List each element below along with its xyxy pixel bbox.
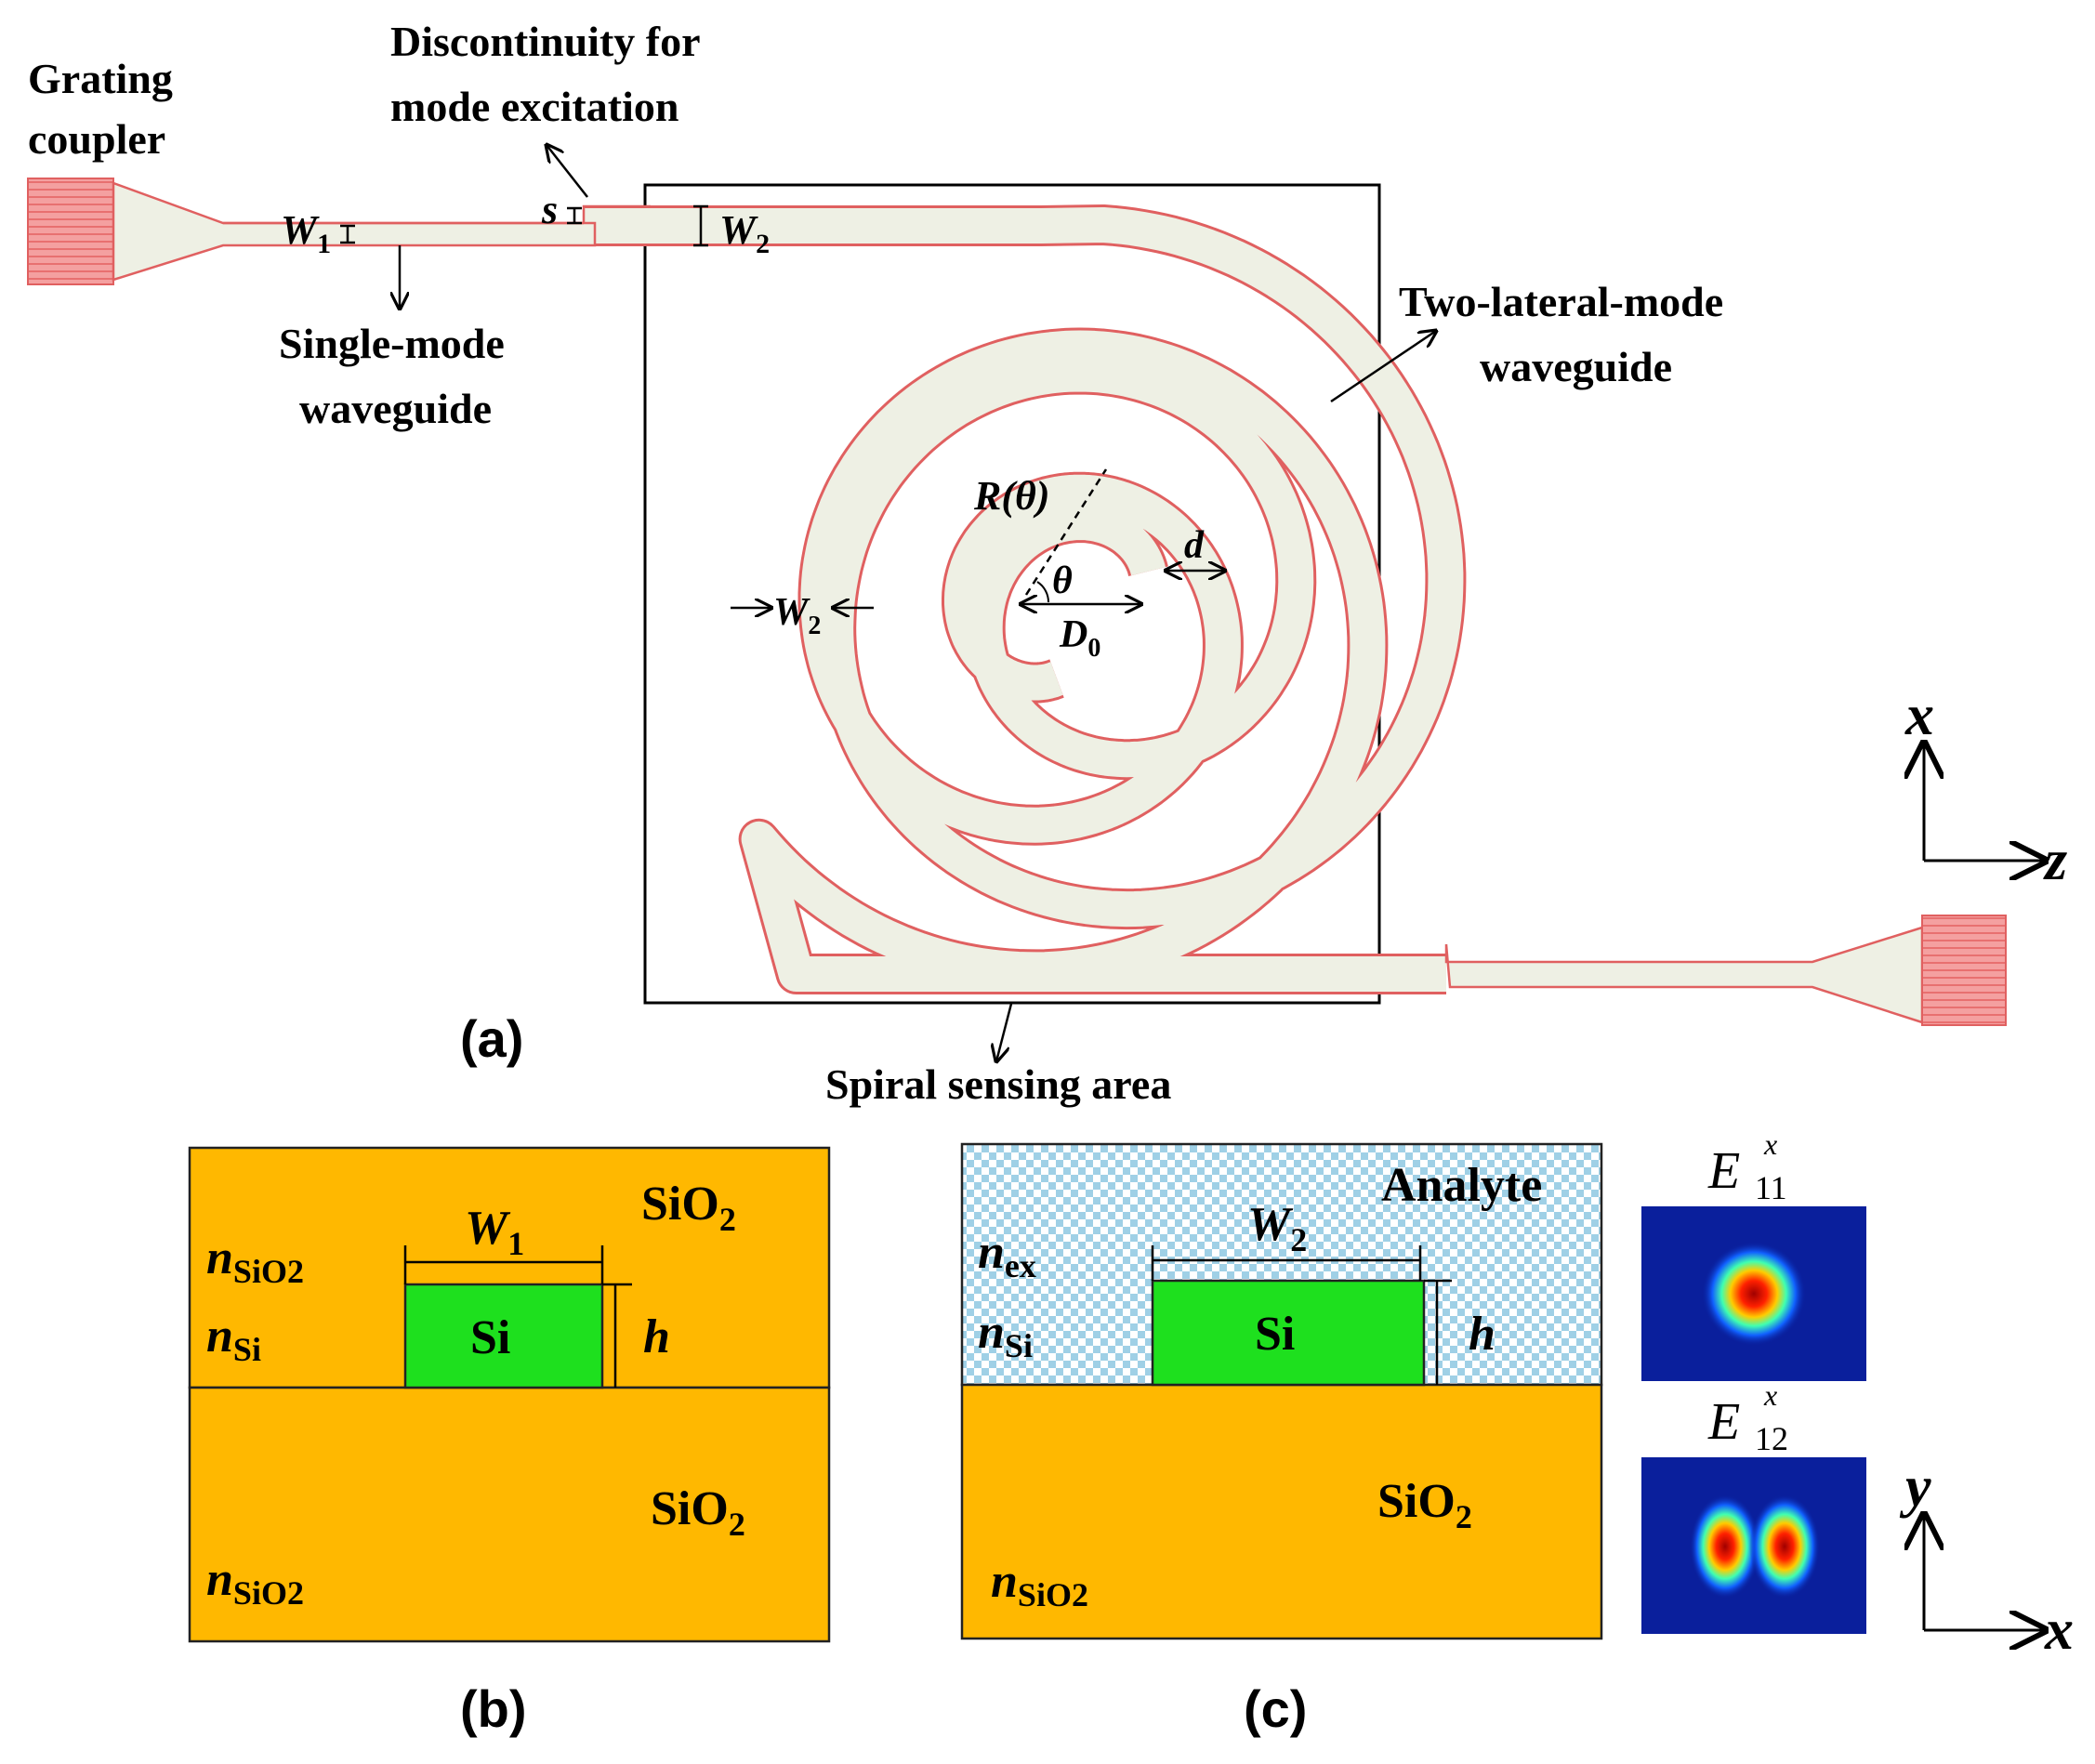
svg-text:s: s (541, 187, 558, 232)
discontinuity-label-line2: mode excitation (390, 83, 679, 130)
h-label-c: h (1469, 1308, 1495, 1361)
spiral-waveguide (584, 204, 1467, 994)
s-dimension: s (541, 187, 582, 232)
w2-spiral-dimension: W2 (731, 591, 874, 640)
svg-text:E: E (1707, 1142, 1740, 1200)
svg-text:W2: W2 (773, 591, 821, 640)
mode-profile-e11: E x 11 (1641, 1127, 1866, 1381)
panel-a: Grating coupler Discontinuity for mode e… (27, 18, 2067, 1108)
h-label: h (643, 1310, 670, 1363)
svg-text:x: x (1904, 684, 1934, 747)
svg-text:D0: D0 (1059, 613, 1100, 663)
grating-coupler-label-line2: coupler (28, 115, 165, 163)
w1-dimension: W1 (281, 207, 355, 259)
w2-top-dimension: W2 (693, 204, 770, 259)
two-mode-label-line1: Two-lateral-mode (1399, 278, 1723, 325)
n-si-label-c: nSi (978, 1306, 1033, 1364)
sio2-bottom-label: SiO2 (651, 1482, 745, 1543)
svg-text:z: z (2043, 829, 2067, 892)
sio2-bottom-label-c: SiO2 (1377, 1475, 1472, 1535)
sio2-top-label: SiO2 (641, 1178, 736, 1238)
single-mode-label-line1: Single-mode (279, 320, 505, 367)
mode-excitation-discontinuity (582, 204, 651, 223)
grating-coupler-label-line1: Grating (28, 55, 173, 102)
spiral-area-pointer (996, 1003, 1013, 1061)
panel-c: Si W2 h Analyte SiO2 nex nSi nSiO2 E x 1… (960, 1127, 2074, 1738)
d-dimension: d (1166, 524, 1225, 571)
lower-sio2-substrate (188, 1386, 831, 1643)
svg-text:x: x (1763, 1127, 1777, 1161)
n-sio2-bottom-label: nSiO2 (206, 1553, 304, 1612)
w2-label-c: W2 (1247, 1198, 1307, 1258)
axis-y-label: y (1899, 1455, 1931, 1519)
discontinuity-pointer (547, 145, 588, 198)
discontinuity-label-line1: Discontinuity for (390, 18, 701, 65)
lower-sio2-substrate-c (960, 1383, 1603, 1640)
svg-text:W1: W1 (281, 207, 331, 259)
n-si-label: nSi (206, 1310, 261, 1368)
two-mode-pointer (1330, 331, 1436, 403)
r-theta-annotation: R(θ) θ (973, 468, 1108, 603)
n-sio2-label-c: nSiO2 (991, 1555, 1088, 1613)
panel-b: Si W1 h SiO2 SiO2 nSiO2 nSi nSiO2 (b) (188, 1146, 831, 1738)
xz-axis-indicator: x z (1904, 684, 2067, 892)
panel-label-c: (c) (1244, 1679, 1307, 1738)
svg-text:E: E (1707, 1393, 1740, 1451)
svg-text:W2: W2 (719, 207, 770, 259)
output-grating-coupler (1444, 915, 2007, 1026)
svg-text:d: d (1184, 524, 1205, 567)
svg-text:θ: θ (1052, 559, 1073, 602)
silicon-core-w2 (1151, 1279, 1426, 1387)
w1-label: W1 (465, 1202, 524, 1262)
axis-x-label: x (2044, 1599, 2074, 1662)
n-ex-label: nex (978, 1226, 1036, 1284)
spiral-waveguide-core (584, 207, 1464, 992)
panel-label-b: (b) (460, 1679, 527, 1738)
input-grating-coupler (27, 178, 597, 285)
analyte-label: Analyte (1381, 1159, 1542, 1212)
svg-text:x: x (1763, 1378, 1777, 1412)
mode-profile-e12: E x 12 (1641, 1378, 1866, 1634)
single-mode-label-line2: waveguide (299, 385, 492, 432)
svg-text:11: 11 (1755, 1169, 1787, 1206)
two-mode-label-line2: waveguide (1480, 343, 1672, 390)
svg-text:12: 12 (1755, 1420, 1788, 1457)
si-label: Si (470, 1311, 510, 1364)
n-sio2-top-label: nSiO2 (206, 1231, 304, 1290)
yx-axis-indicator: y x (1899, 1455, 2074, 1662)
svg-text:R(θ): R(θ) (973, 473, 1050, 519)
silicon-core-w1 (403, 1283, 604, 1389)
spiral-area-label: Spiral sensing area (825, 1060, 1171, 1108)
panel-label-a: (a) (460, 1009, 523, 1068)
si-label-c: Si (1255, 1308, 1295, 1361)
d0-dimension: D0 (1021, 604, 1141, 663)
